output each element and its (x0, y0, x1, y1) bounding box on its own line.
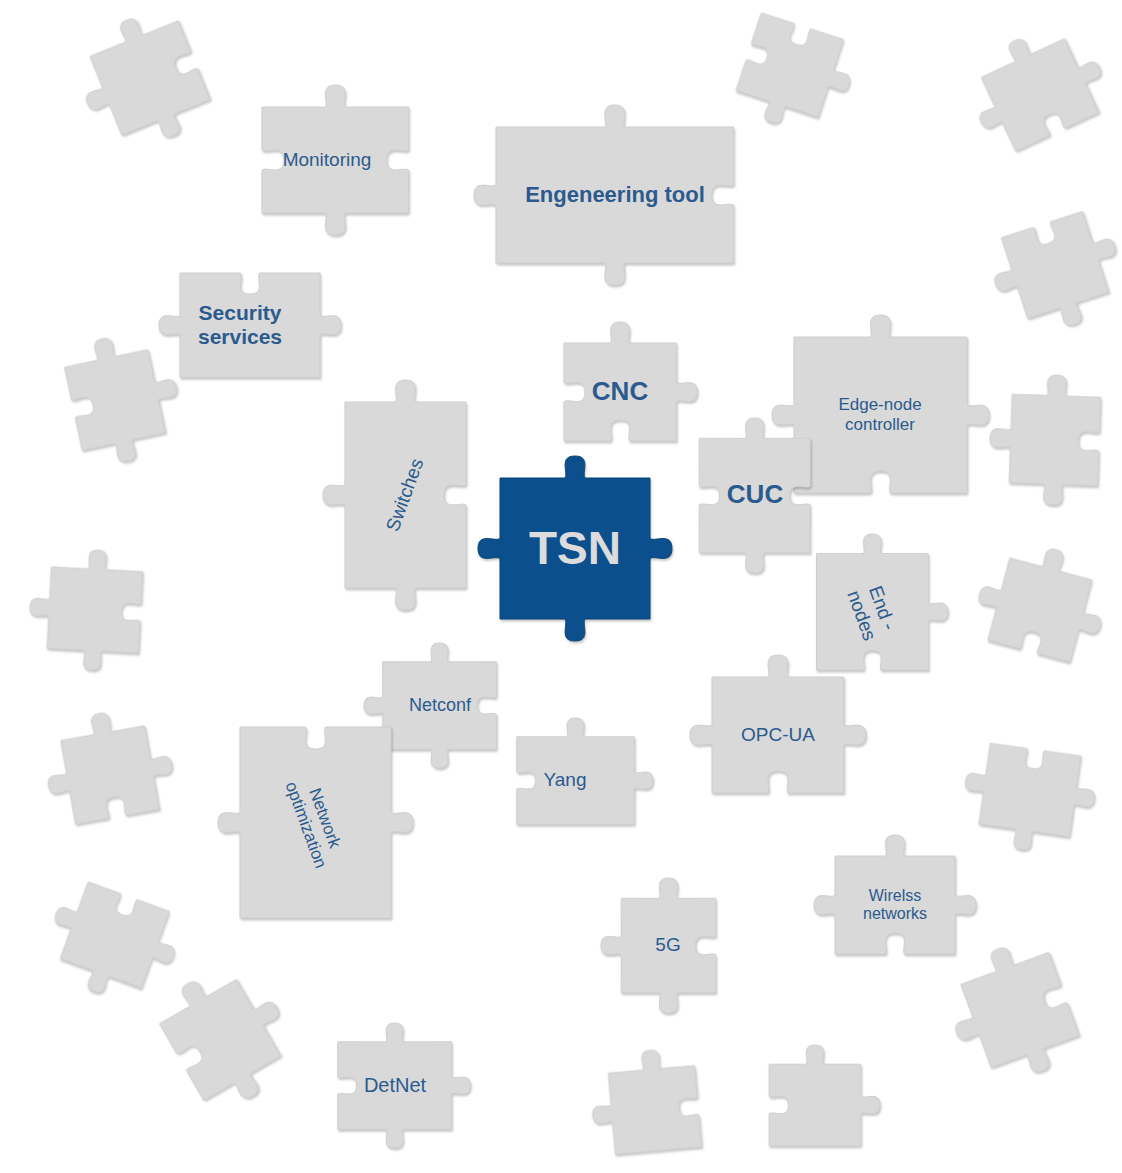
piece-label: Edge-node controller (823, 395, 938, 434)
puzzle-piece: Switches (323, 380, 488, 610)
piece-label: TSN (529, 522, 621, 575)
puzzle-piece: Network optimization (218, 705, 413, 940)
piece-label: Netconf (409, 695, 471, 716)
blank-puzzle-piece (64, 2, 217, 161)
puzzle-piece-shape (956, 13, 1116, 159)
puzzle-piece-shape (601, 878, 716, 1013)
puzzle-piece-shape (814, 835, 976, 954)
puzzle-piece-shape (730, 13, 862, 142)
blank-puzzle-piece (988, 373, 1102, 507)
puzzle-piece-shape (323, 380, 466, 610)
blank-puzzle-piece (934, 933, 1086, 1094)
blank-puzzle-piece (149, 951, 309, 1118)
piece-label: CUC (727, 480, 783, 510)
blank-puzzle-piece (956, 13, 1116, 159)
piece-label: Engeneering tool (525, 182, 705, 207)
piece-label: 5G (655, 934, 680, 956)
puzzle-piece-shape (564, 322, 697, 441)
piece-label: OPC-UA (741, 724, 815, 746)
puzzle-piece-shape (769, 1045, 880, 1146)
puzzle-piece-shape (988, 373, 1102, 507)
blank-puzzle-piece (588, 1046, 702, 1156)
puzzle-piece: CUC (679, 418, 830, 573)
blank-puzzle-piece (38, 703, 179, 828)
puzzle-piece-shape (38, 703, 179, 828)
puzzle-piece: Yang (498, 718, 653, 843)
puzzle-piece-shape (982, 205, 1122, 343)
puzzle-piece-shape (60, 326, 189, 470)
puzzle-piece: Monitoring (240, 85, 431, 235)
puzzle-piece: Security services (159, 252, 341, 398)
puzzle-piece-shape (969, 533, 1117, 667)
blank-puzzle-piece (769, 1045, 880, 1146)
puzzle-piece-shape (262, 85, 409, 235)
puzzle-piece-shape (957, 741, 1100, 859)
puzzle-piece-shape (700, 418, 811, 573)
puzzle-piece-shape (474, 105, 734, 285)
center-puzzle-piece: TSN (478, 456, 672, 641)
puzzle-piece-shape (338, 1023, 471, 1148)
puzzle-piece-shape (27, 547, 144, 673)
puzzle-piece-shape (64, 2, 217, 161)
blank-puzzle-piece (730, 13, 862, 142)
blank-puzzle-piece (957, 741, 1100, 859)
puzzle-piece: DetNet (319, 1023, 470, 1148)
puzzle-piece-shape (934, 933, 1086, 1094)
blank-puzzle-piece (982, 205, 1122, 343)
puzzle-piece-shape (816, 534, 947, 670)
blank-puzzle-piece (60, 326, 189, 470)
puzzle-piece-shape (478, 456, 672, 641)
puzzle-piece: Engeneering tool (474, 105, 756, 285)
blank-puzzle-piece (969, 533, 1117, 667)
puzzle-piece-shape (218, 727, 413, 918)
piece-label: DetNet (364, 1074, 426, 1097)
piece-label: Security services (198, 301, 282, 349)
puzzle-piece-shape (516, 718, 652, 824)
puzzle-piece: End - nodes (797, 534, 948, 690)
puzzle-piece: 5G (601, 878, 736, 1013)
blank-puzzle-piece (27, 547, 144, 673)
blank-puzzle-piece (36, 875, 188, 1012)
piece-label: Wirelss networks (863, 887, 927, 924)
puzzle-piece: OPC-UA (690, 655, 866, 815)
puzzle-piece: CNC (543, 322, 697, 462)
puzzle-piece-shape (149, 951, 309, 1118)
piece-label: Yang (544, 769, 587, 791)
puzzle-piece-shape (690, 655, 866, 793)
puzzle-piece-shape (588, 1046, 702, 1156)
puzzle-piece-shape (159, 273, 341, 377)
puzzle-piece: Wirelss networks (814, 835, 976, 975)
puzzle-piece-shape (36, 875, 188, 1012)
piece-label: Monitoring (283, 149, 372, 171)
piece-label: CNC (592, 377, 648, 407)
